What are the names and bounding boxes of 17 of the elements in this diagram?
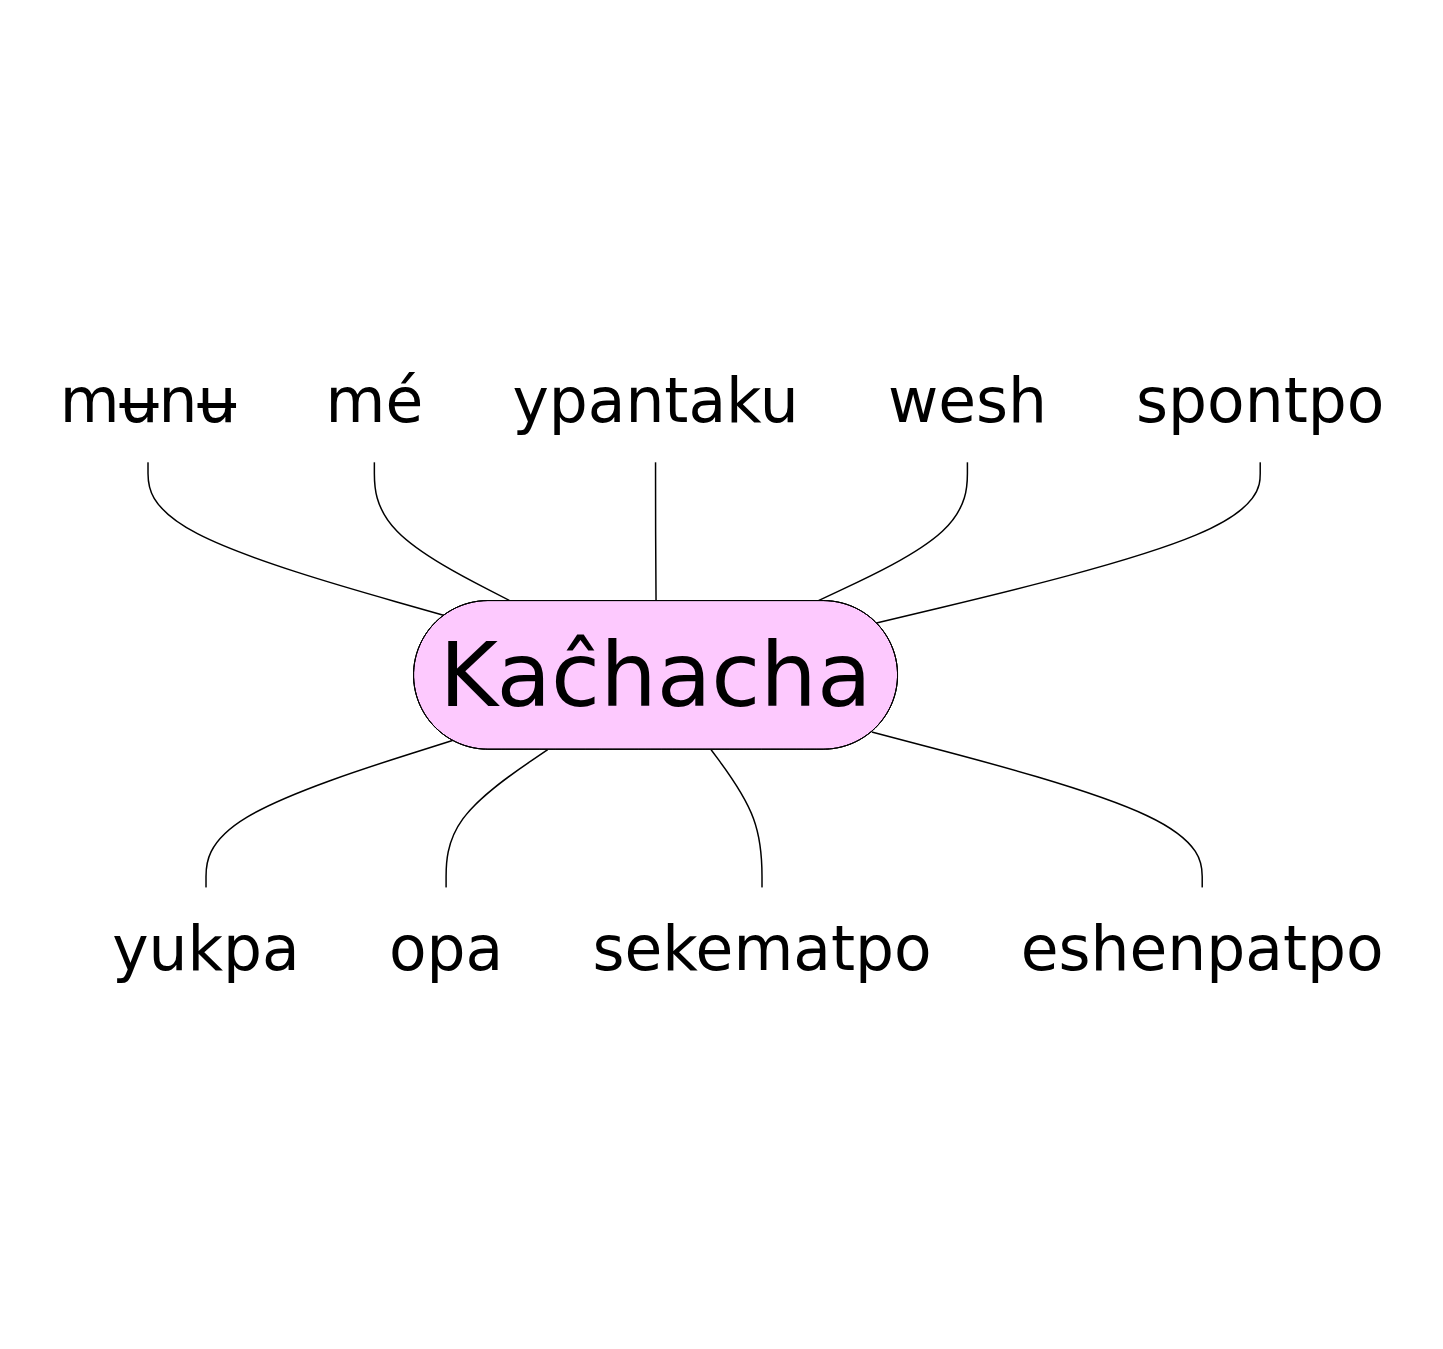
node-text: yukpa [111, 912, 300, 985]
node-text: mé [325, 364, 423, 437]
node-text: spontpo [1135, 364, 1384, 437]
connector [146, 460, 445, 616]
node-text: wesh [887, 364, 1047, 437]
connector [444, 748, 548, 889]
connector [875, 460, 1261, 624]
node-text: ypantaku [511, 364, 799, 437]
node-text: sekematpo [591, 912, 932, 985]
node-text: eshenpatpo [1020, 912, 1384, 985]
connector [870, 730, 1203, 889]
connector [204, 739, 453, 889]
node-text: mʉnʉ [59, 364, 236, 437]
connector [654, 460, 657, 602]
connector [709, 748, 763, 889]
connector [373, 460, 511, 602]
node-text: opa [388, 912, 503, 985]
